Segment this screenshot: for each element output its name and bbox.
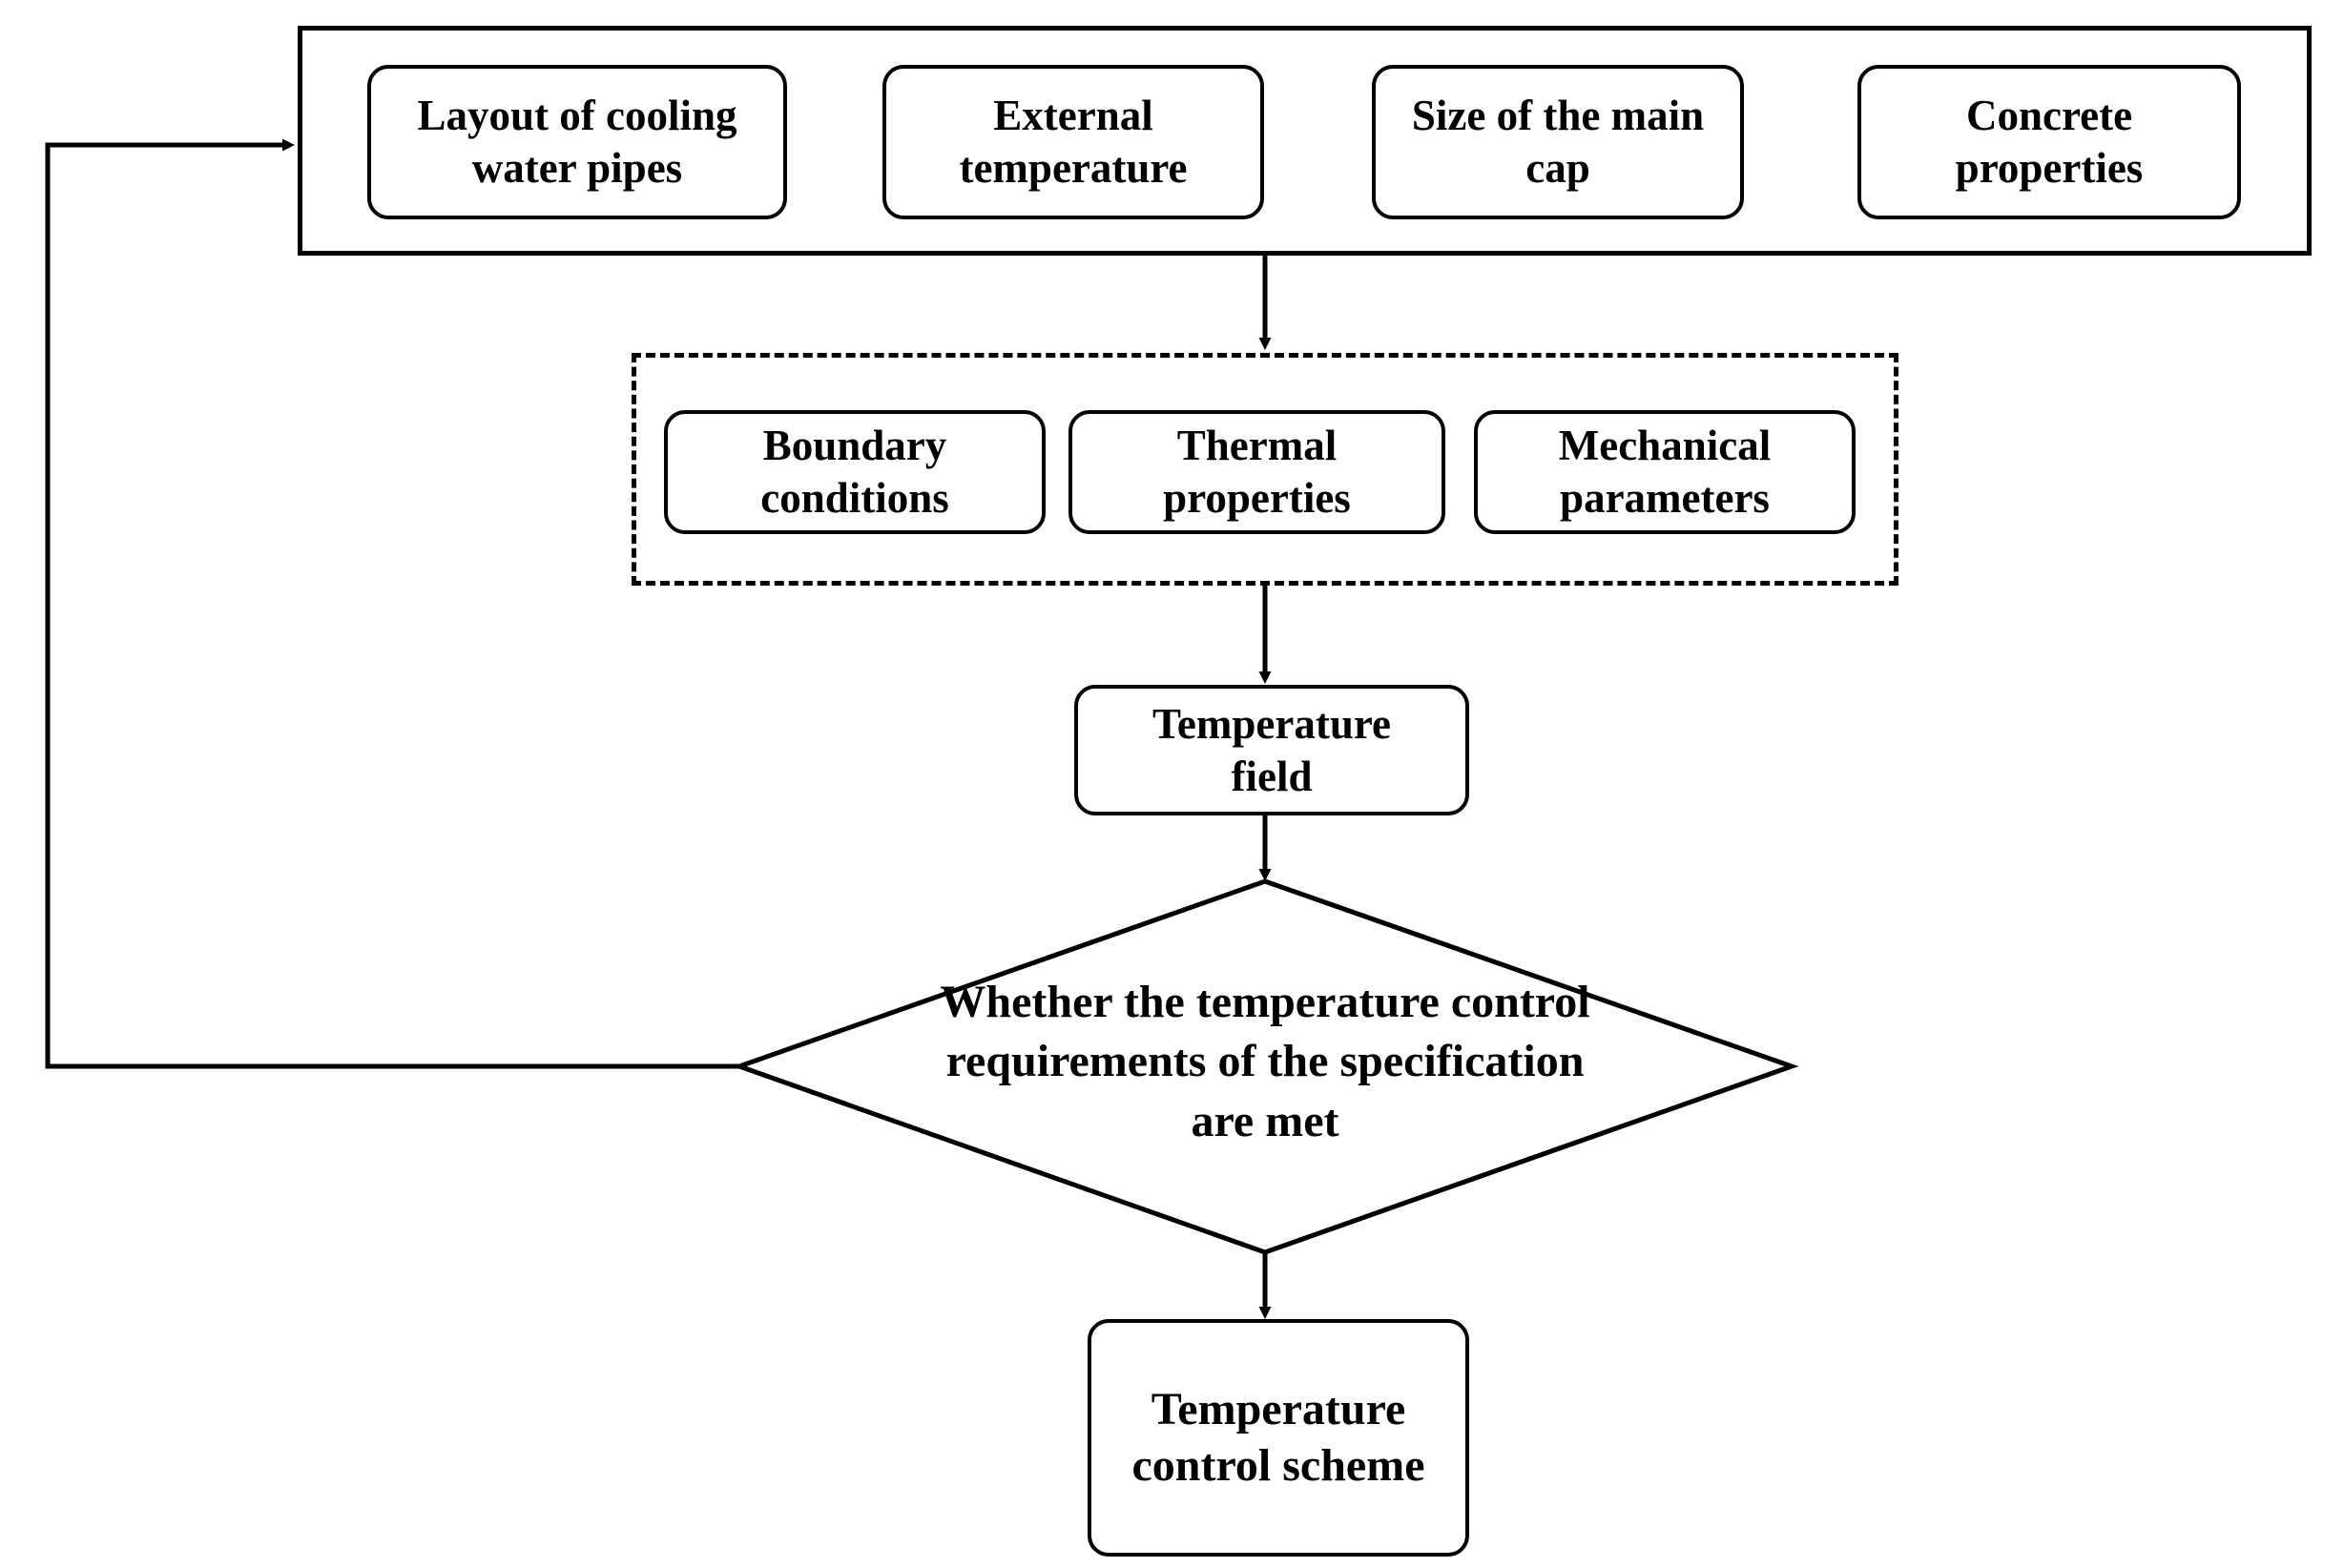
input-parameters-group xyxy=(298,26,2312,256)
model-box-thermal-properties[interactable]: Thermal properties xyxy=(1068,410,1445,534)
input-box-label: Concrete properties xyxy=(1955,92,2144,192)
connector-decision-feedback-to-inputs xyxy=(45,138,739,1069)
model-parameters-group xyxy=(632,353,1898,586)
model-box-label: Boundary conditions xyxy=(760,422,949,522)
input-box-label: Size of the main cap xyxy=(1411,92,1705,192)
temperature-field-box[interactable]: Temperature field xyxy=(1074,685,1469,815)
model-box-label: Mechanical parameters xyxy=(1558,422,1772,522)
temperature-control-scheme-box[interactable]: Temperature control scheme xyxy=(1088,1319,1469,1557)
input-box-label: Layout of cooling water pipes xyxy=(417,92,737,192)
model-box-mechanical-parameters[interactable]: Mechanical parameters xyxy=(1474,410,1856,534)
input-box-layout-of-cooling-water-pipes[interactable]: Layout of cooling water pipes xyxy=(367,65,787,219)
input-box-external-temperature[interactable]: External temperature xyxy=(882,65,1264,219)
temperature-field-label: Temperature field xyxy=(1152,699,1391,800)
model-box-label: Thermal properties xyxy=(1163,422,1351,522)
input-box-label: External temperature xyxy=(959,92,1188,192)
input-box-size-of-the-main-cap[interactable]: Size of the main cap xyxy=(1372,65,1744,219)
decision-label: Whether the temperature control requirem… xyxy=(940,977,1590,1146)
input-box-concrete-properties[interactable]: Concrete properties xyxy=(1857,65,2241,219)
temperature-control-scheme-label: Temperature control scheme xyxy=(1131,1383,1425,1491)
model-box-boundary-conditions[interactable]: Boundary conditions xyxy=(664,410,1046,534)
